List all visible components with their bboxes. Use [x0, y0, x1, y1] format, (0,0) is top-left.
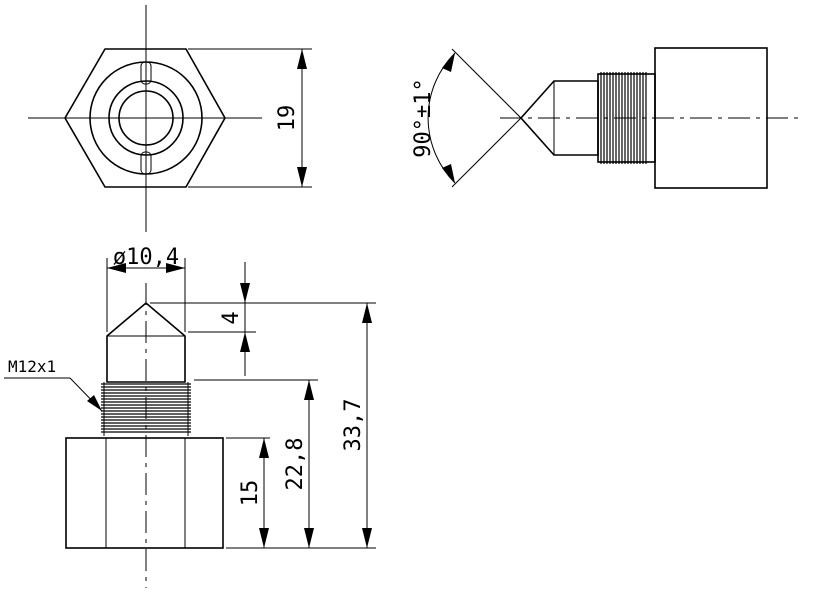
dim-tip-diameter: ø10,4 — [113, 245, 179, 270]
dim-overall-length: 33,7 — [341, 399, 366, 452]
arrow-15-top — [259, 438, 269, 458]
side-view: 90°±1° — [411, 47, 800, 189]
arrow-4-bottom — [240, 332, 250, 352]
arrow-22-8-top — [304, 380, 314, 400]
arrow-dia-right — [166, 263, 185, 273]
arrow-dia-left — [107, 263, 126, 273]
thread-spec: M12x1 — [8, 357, 56, 376]
front-tip — [106, 301, 186, 383]
side-tip — [519, 80, 599, 156]
arrow-22-8-bottom — [304, 528, 314, 548]
thread-leader-arrow — [87, 395, 102, 411]
arrow-19-bottom — [297, 167, 307, 187]
dim-cone-angle: 90°±1° — [411, 78, 436, 157]
dim-base-height: 15 — [238, 480, 263, 507]
arrow-33-7-bottom — [362, 528, 372, 548]
top-view: 19 — [28, 5, 312, 232]
dim-tip-length: 4 — [219, 311, 244, 324]
angle-ext-lower — [451, 117, 522, 188]
angle-ext-upper — [451, 48, 522, 119]
front-thread-lines — [101, 383, 191, 433]
base-body — [65, 437, 224, 549]
front-view: ø10,4 4 15 22,8 33,7 M12x1 — [4, 245, 376, 588]
arrow-4-top — [240, 283, 250, 303]
angle-arrow-lower — [442, 164, 455, 183]
dim-hex-width: 19 — [275, 105, 300, 132]
arrow-19-top — [297, 49, 307, 69]
arrow-33-7-top — [362, 303, 372, 323]
angle-arrow-upper — [442, 53, 455, 72]
arrow-15-bottom — [259, 528, 269, 548]
dim-thread-to-base: 22,8 — [283, 438, 308, 491]
